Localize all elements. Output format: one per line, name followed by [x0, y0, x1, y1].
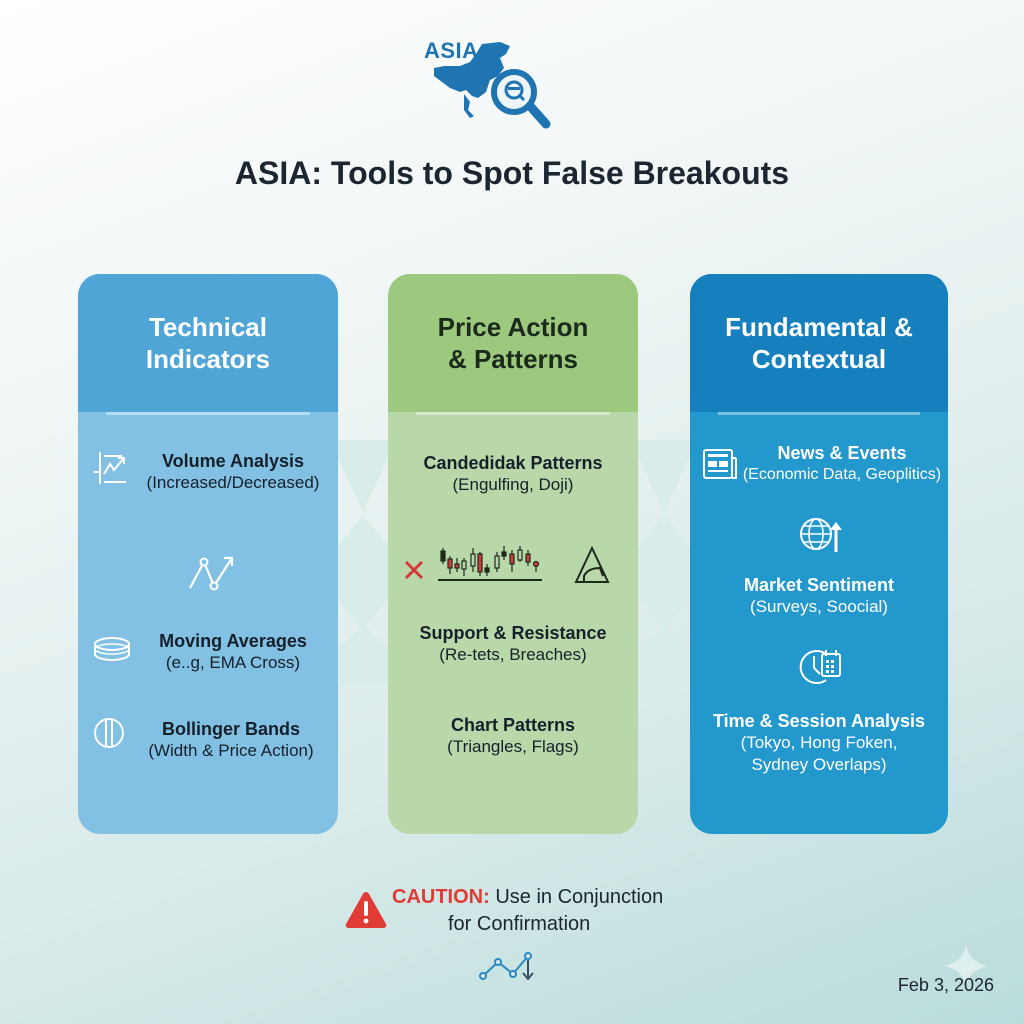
- clock-calendar-icon: [799, 650, 841, 684]
- warning-triangle-icon: [345, 892, 387, 928]
- zigzag-arrow-icon: [189, 556, 234, 591]
- ring-icon: [94, 637, 130, 661]
- caution-text: Use in Conjunction: [495, 886, 664, 908]
- list-item-bollinger-bands: Bollinger Bands (Width & Price Action): [148, 719, 314, 760]
- divider: [718, 412, 920, 415]
- list-item-volume-analysis: Volume Analysis (Increased/Decreased): [146, 451, 320, 492]
- divider: [416, 412, 610, 415]
- list-item-candlestick-patterns: Candedidak Patterns (Engulfing, Doji): [423, 453, 603, 494]
- list-item-support-resistance: Support & Resistance (Re-tets, Breaches): [419, 623, 607, 664]
- list-item-chart-patterns: Chart Patterns (Triangles, Flags): [447, 715, 579, 756]
- caution-label: CAUTION:: [392, 886, 490, 908]
- column-heading: Fundamental &Contextual: [690, 274, 948, 412]
- page-title: ASIA: Tools to Spot False Breakouts: [234, 155, 790, 191]
- sparkle-icon: [944, 944, 988, 988]
- column-price-action: Price Action& Patterns Candedidak Patter…: [388, 274, 638, 834]
- list-item-moving-averages: Moving Averages (e..g, EMA Cross): [159, 631, 307, 672]
- trend-line-down-icon: [479, 952, 534, 980]
- volume-chart-icon: [94, 452, 126, 484]
- candlestick-row-icon: [404, 546, 610, 583]
- newspaper-icon: [703, 449, 737, 479]
- list-item-market-sentiment: Market Sentiment (Surveys, Soocial): [743, 575, 895, 616]
- logo: ASIA:: [420, 32, 570, 136]
- asia-map-magnifier-icon: [434, 42, 551, 129]
- globe-arrow-icon: [800, 518, 842, 552]
- list-item-time-session: Time & Session Analysis (Tokyo, Hong Fok…: [712, 711, 926, 774]
- x-mark-icon: [404, 560, 424, 580]
- triangle-icon: [574, 546, 610, 583]
- logo-text: ASIA:: [424, 38, 487, 63]
- list-item-news-events: News & Events (Economic Data, Geoplitics…: [742, 443, 942, 483]
- caution-text-line2: for Confirmation: [448, 913, 591, 935]
- column-fundamental-contextual: Fundamental &Contextual News & Events (E…: [690, 274, 948, 834]
- column-heading: Price Action& Patterns: [388, 274, 638, 412]
- bands-circle-icon: [94, 718, 124, 748]
- divider: [106, 412, 310, 415]
- date-label: Feb 3, 2026: [897, 975, 994, 995]
